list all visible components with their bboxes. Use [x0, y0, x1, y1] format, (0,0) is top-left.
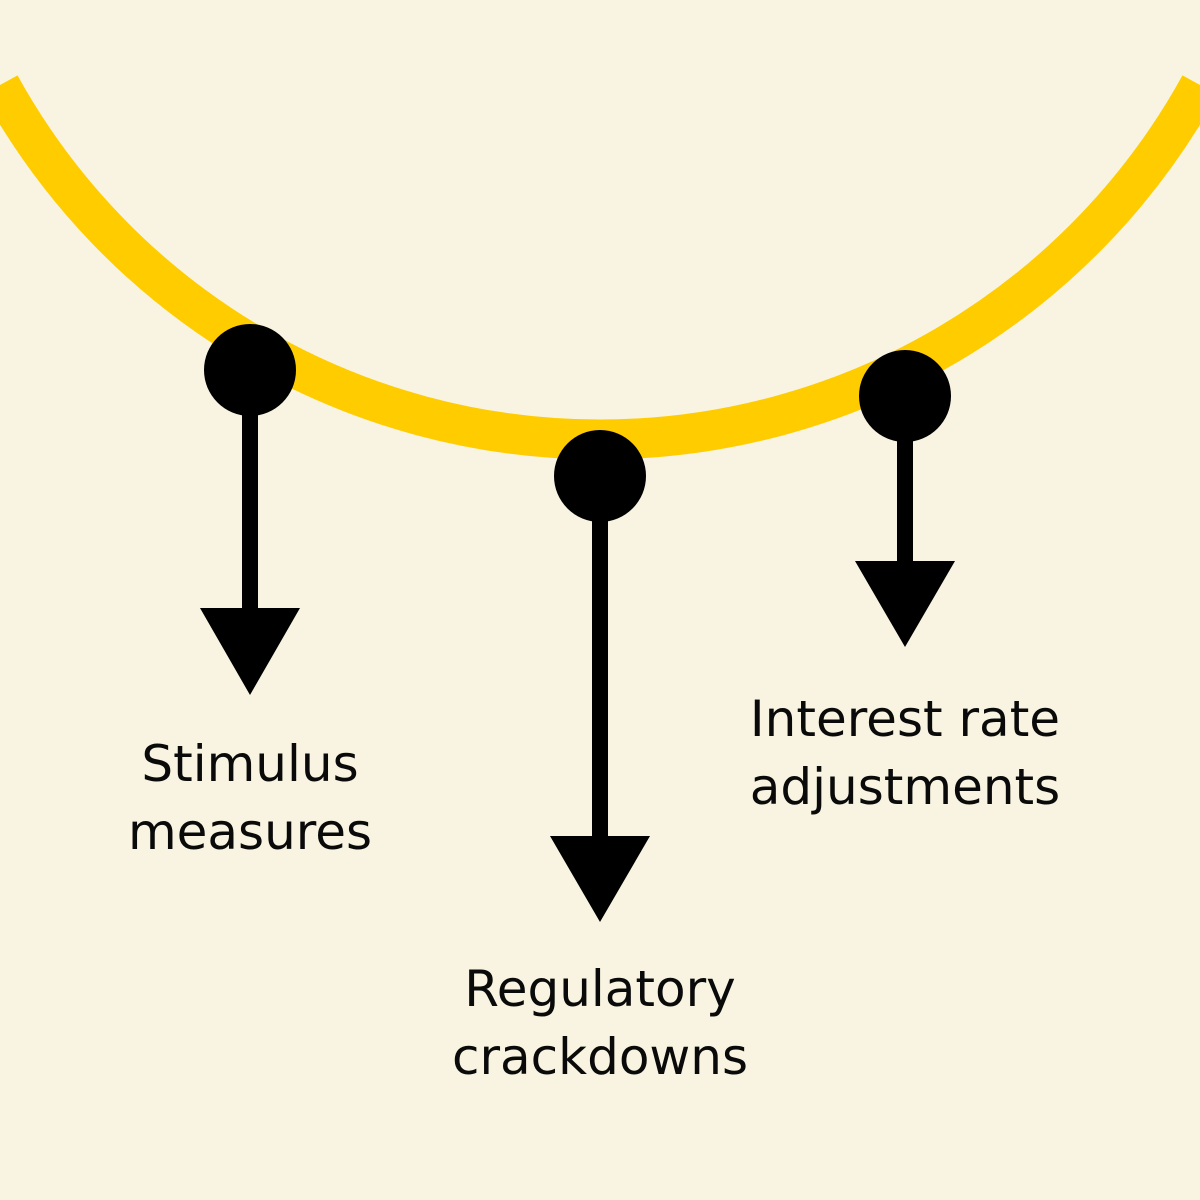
stimulus-arrow-head — [200, 608, 300, 695]
yellow-curve — [0, 75, 1200, 460]
regulatory-node — [550, 430, 650, 922]
regulatory-label-line-2: crackdowns — [451, 1028, 749, 1086]
interest-dot — [859, 350, 951, 442]
stimulus-node — [200, 324, 300, 695]
stimulus-measures-label: Stimulus measures — [60, 730, 440, 866]
interest-label-line-1: Interest rate — [749, 690, 1061, 748]
stimulus-label-line-2: measures — [127, 803, 373, 861]
interest-arrow-head — [855, 561, 955, 647]
stimulus-label-line-1: Stimulus — [141, 735, 359, 793]
regulatory-crackdowns-label: Regulatory crackdowns — [400, 955, 800, 1091]
interest-rate-adjustments-label: Interest rate adjustments — [700, 685, 1110, 821]
regulatory-dot — [554, 430, 646, 522]
stimulus-dot — [204, 324, 296, 416]
regulatory-label-line-1: Regulatory — [464, 960, 736, 1018]
interest-node — [855, 350, 955, 647]
regulatory-arrow-head — [550, 836, 650, 922]
interest-label-line-2: adjustments — [749, 758, 1061, 816]
